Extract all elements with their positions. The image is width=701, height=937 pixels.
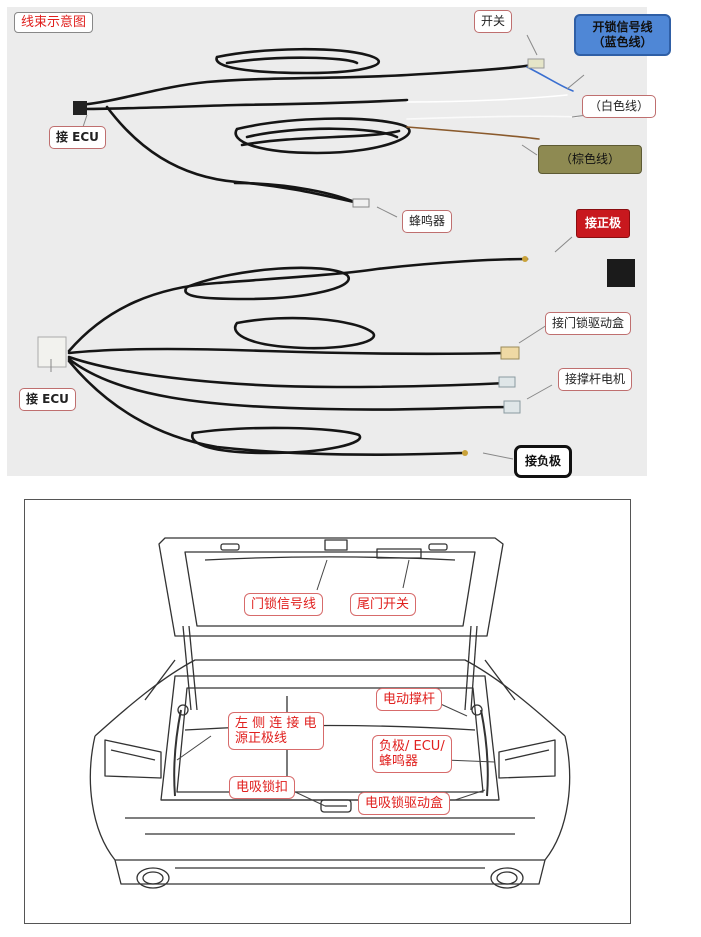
white-wire-label: （白色线）: [582, 95, 657, 118]
car-rear-drawing: [89, 537, 571, 889]
wiring-harness-photo: [7, 7, 647, 476]
diagram-title: 线束示意图: [14, 12, 94, 33]
electric-strut-label: 电动撑杆: [376, 688, 443, 711]
car-rear-diagram: [24, 499, 631, 924]
neg-ecu-buzzer-label: 负极/ ECU/ 蜂鸣器: [372, 735, 452, 773]
brown-wire-label: （棕色线）: [538, 145, 642, 174]
door-lock-box-label: 接门锁驱动盒: [545, 312, 632, 335]
ecu-top-label: 接 ECU: [49, 126, 106, 149]
positive-terminal-block: [607, 259, 635, 287]
buzzer-label: 蜂鸣器: [402, 210, 453, 233]
switch-label: 开关: [474, 10, 513, 33]
left-positive-text: 左 侧 连 接 电 源正极线: [235, 716, 317, 746]
strut-motor-label: 接撑杆电机: [558, 368, 633, 391]
lock-signal-label: 门锁信号线: [244, 593, 324, 616]
suction-lock-box-label: 电吸锁驱动盒: [358, 792, 451, 815]
tailgate-switch-label: 尾门开关: [350, 593, 417, 616]
left-positive-label: 左 侧 连 接 电 源正极线: [228, 712, 324, 750]
ecu-bottom-label: 接 ECU: [19, 388, 76, 411]
neg-ecu-buzzer-text: 负极/ ECU/ 蜂鸣器: [379, 739, 445, 769]
unlock-signal-text: 开锁信号线 （蓝色线）: [592, 20, 653, 49]
ecu-top-connector: [73, 101, 87, 115]
unlock-signal-label: 开锁信号线 （蓝色线）: [574, 14, 671, 56]
positive-label: 接正极: [576, 209, 631, 238]
harness-drawing: [37, 34, 635, 460]
negative-label: 接负极: [514, 445, 573, 478]
suction-lock-label: 电吸锁扣: [229, 776, 296, 799]
